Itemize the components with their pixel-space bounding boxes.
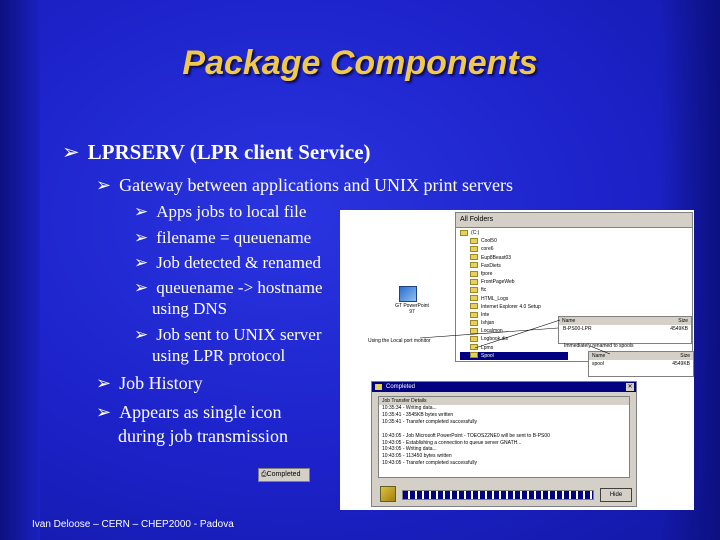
log-header: Job Transfer Details	[379, 397, 629, 405]
arrow-bullet-icon: ➢	[62, 140, 80, 164]
bullet-job-sent-cont: using LPR protocol	[152, 346, 286, 365]
bullet-job-sent: ➢Job sent to UNIX server	[134, 325, 322, 345]
folder-icon	[470, 352, 478, 359]
explorer-header: All Folders	[456, 213, 692, 228]
folder-icon	[470, 295, 478, 302]
bullet-single-icon: ➢Appears as single icon	[96, 402, 282, 423]
close-icon[interactable]: ✕	[626, 383, 634, 391]
folder-icon	[470, 254, 478, 261]
dialog-title: Completed	[386, 384, 416, 390]
printer-icon	[380, 486, 396, 502]
log-row: 10:43:05 - Establishing a connection to …	[382, 439, 522, 446]
tree-item[interactable]: Cool50	[460, 237, 568, 245]
bullet-queuename-cont: using DNS	[152, 299, 228, 318]
log-row: 10:43:05 - Writing data...	[382, 446, 437, 453]
folder-icon	[460, 229, 468, 236]
completed-dialog: Completed ✕ Job Transfer Details 10:35:3…	[371, 381, 637, 507]
tree-item[interactable]: Eup8Beast03	[460, 254, 568, 262]
tree-item[interactable]: core6	[460, 245, 568, 253]
folder-icon	[470, 262, 478, 269]
arrow-bullet-icon: ➢	[134, 202, 149, 222]
bullet-filename: ➢filename = queuename	[134, 228, 312, 248]
folder-tree: (C:) Cool50 core6 Eup8Beast03 FaxDiets f…	[460, 229, 568, 360]
log-row: 10:43:05 - Transfer completed successful…	[382, 460, 478, 467]
log-row: 10:35:34 - Writing data...	[382, 405, 437, 411]
tree-item[interactable]: FrontPageWeb	[460, 278, 568, 286]
log-row	[379, 426, 629, 433]
folder-icon	[470, 327, 478, 334]
folder-icon	[470, 303, 478, 310]
tree-item[interactable]: Lpms	[460, 344, 568, 352]
printer-icon	[375, 384, 382, 390]
taskbar-completed-button[interactable]: ⎙Completed	[258, 468, 310, 482]
folder-icon	[470, 286, 478, 293]
bullet-job-detected: ➢Job detected & renamed	[134, 253, 321, 273]
annotation-immediate: Immediately renamed to spools	[564, 343, 634, 349]
dialog-titlebar: Completed ✕	[372, 382, 636, 392]
bullet-job-history: ➢Job History	[96, 373, 203, 394]
arrow-bullet-icon: ➢	[96, 373, 112, 394]
bullet-single-icon-cont: during job transmission	[118, 426, 288, 446]
tree-item[interactable]: (C:)	[460, 229, 568, 237]
bullet-queuename: ➢queuename -> hostname	[134, 278, 323, 298]
arrow-bullet-icon: ➢	[96, 402, 112, 423]
folder-icon	[470, 336, 478, 343]
folder-icon	[470, 311, 478, 318]
folder-icon	[470, 278, 478, 285]
log-row: 10:43:05 - Job Microsoft PowerPoint - TO…	[382, 432, 550, 439]
folder-icon	[470, 319, 478, 326]
hide-button[interactable]: Hide	[600, 488, 632, 502]
arrow-bullet-icon: ➢	[134, 278, 149, 298]
tree-item[interactable]: Internet Explorer 4.0 Setup	[460, 303, 568, 311]
left-band	[0, 0, 40, 540]
bullet-gateway: ➢Gateway between applications and UNIX p…	[96, 175, 513, 196]
printer-icon: ⎙	[261, 471, 267, 478]
tree-item[interactable]: HTML_Logs	[460, 295, 568, 303]
slide-title: Package Components	[182, 44, 538, 82]
progress-bar	[402, 490, 594, 500]
arrow-bullet-icon: ➢	[96, 175, 112, 196]
powerpoint-icon[interactable]	[399, 286, 417, 302]
arrow-bullet-icon: ➢	[134, 325, 149, 345]
progress-fill	[403, 491, 593, 499]
arrow-bullet-icon: ➢	[134, 253, 149, 273]
bullet-lprserv: ➢LPRSERV (LPR client Service)	[62, 140, 371, 164]
slide-footer: Ivan Deloose – CERN – CHEP2000 - Padova	[32, 519, 234, 530]
annotation-local-port: Using the Local port monitor	[368, 338, 431, 344]
tree-item[interactable]: ftc	[460, 286, 568, 294]
folder-icon	[470, 246, 478, 253]
tree-item-spool[interactable]: Spool	[460, 351, 568, 360]
log-row: 10:43:05 - 113450 bytes written	[382, 453, 452, 460]
tree-item[interactable]: Ishjan	[460, 319, 568, 327]
tree-item[interactable]: fpore	[460, 270, 568, 278]
bullet-apps-jobs: ➢Apps jobs to local file	[134, 202, 307, 222]
desk-icon-label: GT PowerPoint 97	[395, 303, 429, 315]
folder-icon	[470, 270, 478, 277]
tree-item[interactable]: Localmon	[460, 327, 568, 335]
tree-item[interactable]: Logbook.dis	[460, 335, 568, 343]
folder-icon	[470, 237, 478, 244]
tree-item[interactable]: FaxDiets	[460, 262, 568, 270]
log-row: 10:35:41 - 3545KB bytes written	[382, 411, 454, 418]
folder-icon	[470, 344, 478, 351]
arrow-bullet-icon: ➢	[134, 228, 149, 248]
job-log: Job Transfer Details 10:35:34 - Writing …	[378, 396, 630, 478]
tree-item[interactable]: Inte	[460, 311, 568, 319]
log-row: 10:35:41 - Transfer completed successful…	[382, 418, 478, 425]
